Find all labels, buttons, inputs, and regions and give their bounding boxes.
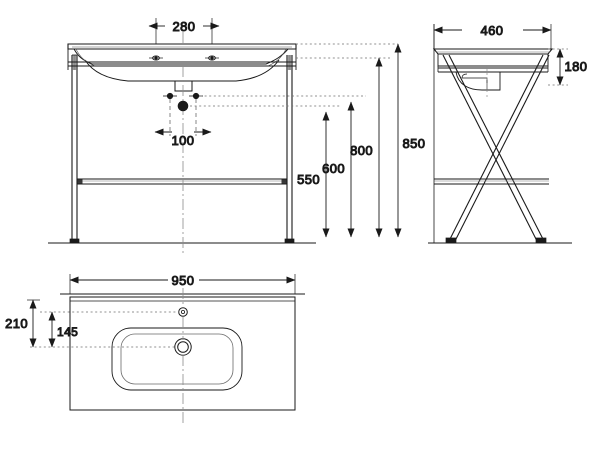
dim-210: 210 — [5, 299, 40, 348]
dim-label-550: 550 — [297, 172, 320, 187]
dim-800: 800 — [350, 57, 383, 238]
side-frame-feet — [445, 237, 547, 244]
plan-tap-hole — [178, 307, 188, 317]
side-elevation-view: 460 180 — [428, 23, 588, 244]
dim-label-180: 180 — [565, 59, 588, 74]
plan-view: 950 210 145 — [5, 273, 305, 424]
dim-600: 600 — [322, 101, 355, 238]
side-x-frame — [442, 54, 550, 244]
dim-label-280: 280 — [173, 19, 196, 34]
dim-100: 100 — [154, 99, 212, 149]
dim-label-145: 145 — [57, 325, 78, 339]
front-elevation-view: 280 100 550 — [48, 18, 426, 254]
front-apron-band — [67, 49, 297, 70]
dim-label-850: 850 — [403, 136, 426, 151]
front-basin-top-slab — [67, 43, 297, 50]
dim-label-600: 600 — [322, 161, 345, 176]
plan-waste-outlet — [174, 338, 192, 356]
side-basin-body — [437, 54, 549, 98]
dim-550: 550 — [297, 111, 330, 238]
dim-label-460: 460 — [481, 23, 504, 38]
front-basin-bowl — [73, 48, 289, 92]
dim-label-950: 950 — [172, 273, 195, 288]
dim-950: 950 — [69, 273, 296, 294]
plan-basin-recess — [111, 327, 243, 391]
dim-label-800: 800 — [350, 143, 373, 158]
front-waste-marks — [163, 92, 203, 112]
front-frame-legs — [69, 54, 295, 244]
front-extension-lines — [190, 43, 398, 107]
dim-460: 460 — [433, 23, 552, 49]
side-frame-lower-rail — [434, 178, 549, 185]
dim-label-100: 100 — [172, 133, 195, 148]
dim-850: 850 — [394, 43, 426, 238]
front-frame-lower-rail — [76, 178, 288, 185]
front-tap-hole-right — [205, 55, 219, 61]
dim-180: 180 — [548, 48, 588, 86]
front-tap-hole-left — [149, 55, 163, 61]
dim-label-210: 210 — [5, 316, 28, 331]
dim-145: 145 — [48, 311, 78, 348]
side-basin-top-slab — [432, 48, 554, 55]
dim-280: 280 — [148, 18, 220, 44]
